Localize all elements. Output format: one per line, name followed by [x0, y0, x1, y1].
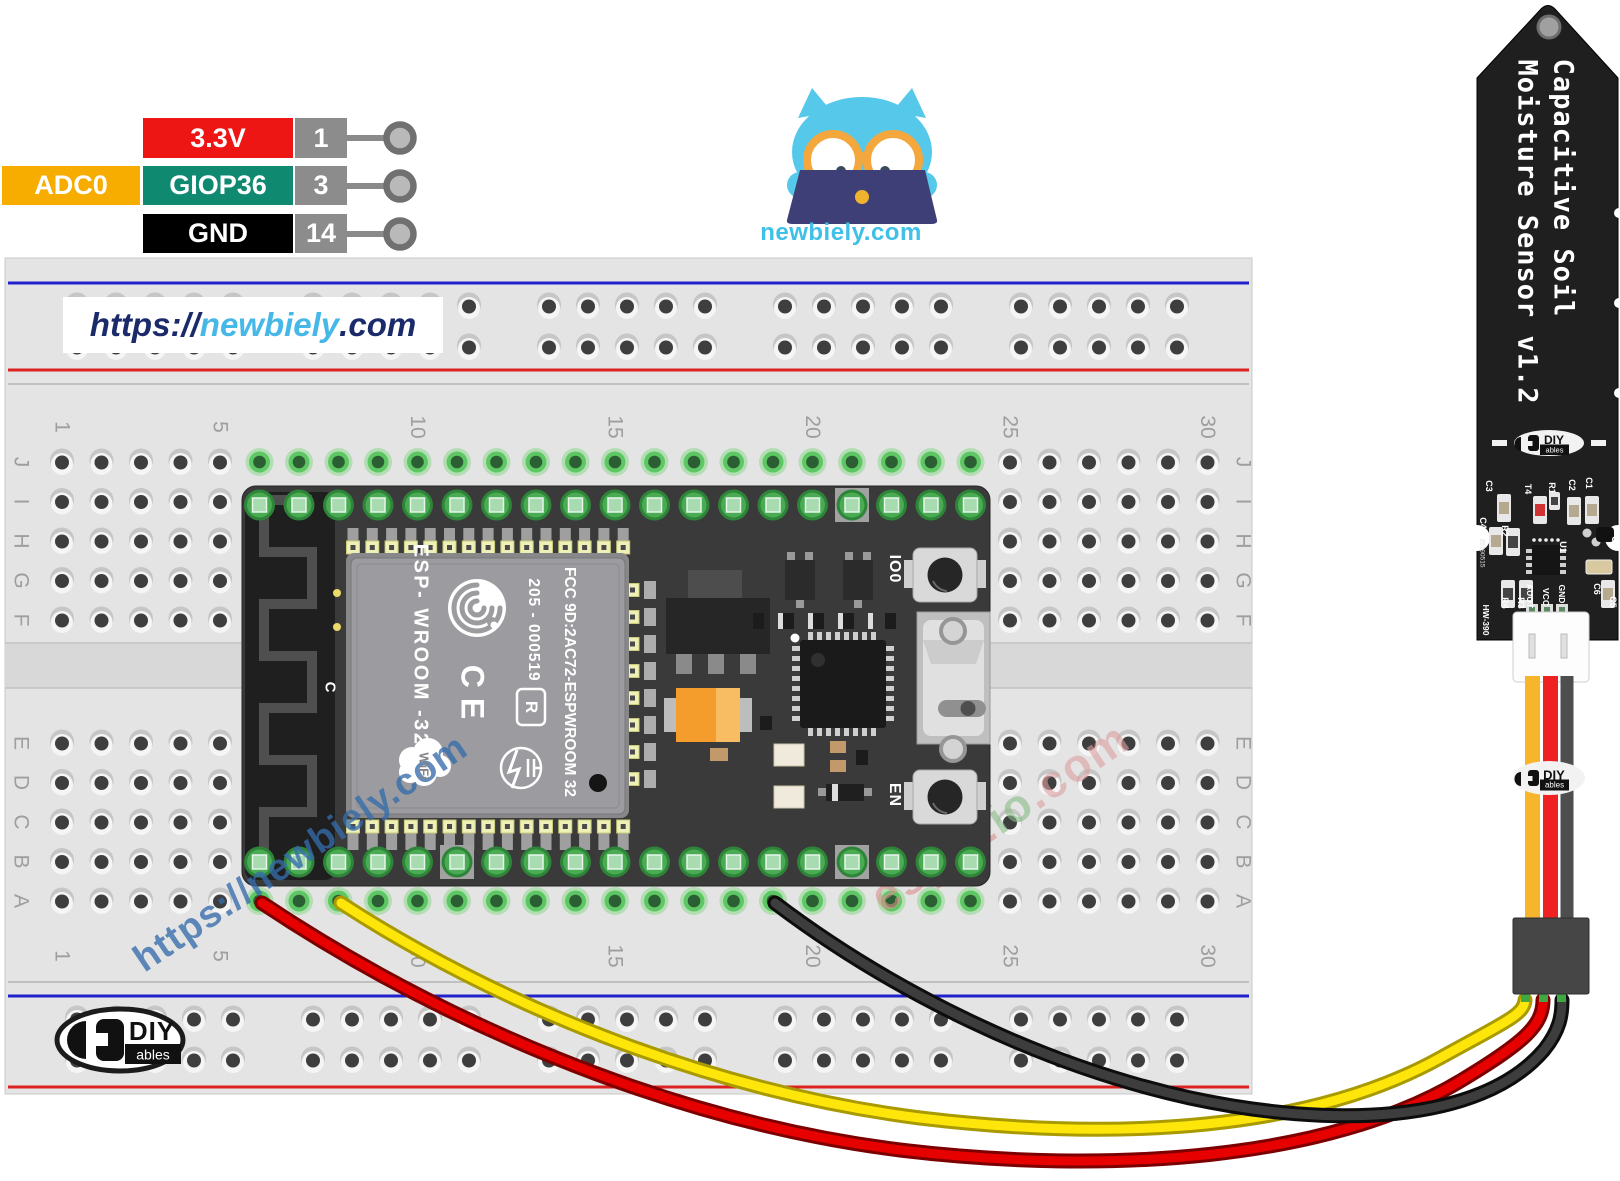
sensor-component-label: C2 — [1567, 479, 1577, 491]
diyables-word: DIY — [1544, 433, 1564, 447]
sensor-component-label: U2 — [1610, 536, 1620, 548]
row-letter-right: F — [1232, 614, 1255, 627]
micro-usb-connector — [916, 611, 991, 763]
sensor-component-label: C4 — [1478, 517, 1488, 529]
esp32-chip — [790, 632, 894, 736]
row-letter-right: G — [1232, 572, 1255, 588]
row-letter-right: I — [1232, 499, 1255, 505]
sensor-pin-label: GND — [1557, 585, 1567, 604]
row-letter-left: J — [10, 457, 33, 468]
column-number-bottom: 5 — [209, 950, 232, 962]
voltage-regulator — [666, 598, 770, 654]
sensor-pin-label: AUOT — [1525, 584, 1535, 609]
legend-pin-symbols — [347, 121, 417, 251]
column-number-bottom: 25 — [999, 944, 1022, 967]
jst-connector — [1512, 611, 1590, 683]
led — [773, 785, 805, 809]
pin-circle-icon — [383, 121, 417, 155]
row-letter-left: E — [10, 736, 33, 750]
row-letter-right: C — [1232, 814, 1255, 829]
row-letter-left: F — [10, 614, 33, 627]
enable-button — [904, 769, 986, 825]
row-letter-right: H — [1232, 533, 1255, 548]
row-letter-left: B — [10, 854, 33, 868]
sensor-component-label: C5 — [1608, 596, 1618, 608]
diyables-word: DIY — [129, 1016, 175, 1046]
diyables-sub: ables — [1546, 445, 1564, 454]
row-letter-left: I — [10, 499, 33, 505]
row-letter-left: G — [10, 572, 33, 588]
diyables-word: DIY — [1543, 768, 1565, 783]
wifi-logo-icon — [399, 738, 451, 786]
row-letter-right: D — [1232, 775, 1255, 790]
column-number-top: 10 — [406, 415, 429, 438]
sensor-component-label: U1 — [1558, 541, 1568, 553]
diyables-sub: ables — [136, 1047, 169, 1063]
pin-circle-icon — [383, 169, 417, 203]
cable-connector-block — [1512, 917, 1590, 1002]
espressif-logo-icon — [448, 579, 506, 637]
esp32-header-pins — [244, 488, 986, 879]
certification-mark-icon — [499, 746, 543, 790]
column-number-bottom: 15 — [604, 944, 627, 967]
row-letter-right: E — [1232, 736, 1255, 750]
sensor-pin-label: VCC — [1541, 588, 1551, 606]
boot-button — [904, 547, 986, 603]
row-letter-right: J — [1232, 457, 1255, 468]
column-number-top: 5 — [209, 421, 232, 433]
row-letter-left: D — [10, 775, 33, 790]
sensor-component-label: R2 — [1500, 525, 1510, 537]
diode — [826, 784, 864, 801]
row-letter-left: C — [10, 814, 33, 829]
column-number-bottom: 1 — [51, 950, 74, 962]
column-number-top: 25 — [999, 415, 1022, 438]
sensor-component-label: C1 — [1584, 477, 1594, 489]
sensor-mount-hole — [1536, 14, 1562, 40]
column-number-top: 15 — [604, 415, 627, 438]
column-number-bottom: 30 — [1196, 944, 1219, 967]
sensor-ribbon-cable — [1525, 676, 1574, 922]
antenna-trace — [259, 495, 317, 866]
pin-circle-icon — [383, 217, 417, 251]
sensor-component-label: T4 — [1523, 484, 1533, 495]
column-number-bottom: 20 — [801, 944, 824, 967]
sensor-component-label: R4 — [1500, 597, 1510, 609]
row-letter-left: A — [10, 894, 33, 908]
sensor-component-label: R1 — [1547, 482, 1557, 494]
sensor-component-label: C6 — [1592, 583, 1602, 595]
sensor-component-label: C3 — [1484, 480, 1494, 492]
sot23-transistor — [843, 552, 873, 608]
sot23-transistor — [785, 552, 815, 608]
sensor-pcb — [1476, 5, 1619, 641]
sensor-component-label: R3 — [1516, 597, 1526, 609]
esp32-devkit-board — [241, 485, 991, 887]
led — [773, 743, 805, 767]
sensor-ic — [1532, 545, 1560, 575]
sensor-model: HW-390 — [1481, 604, 1491, 635]
column-number-top: 1 — [51, 421, 74, 433]
jumper-wires — [254, 895, 1570, 1169]
sensor-date-code: 20190515 — [1479, 539, 1486, 568]
site-logo-owl-icon — [786, 88, 938, 224]
row-letter-left: H — [10, 533, 33, 548]
column-number-top: 20 — [801, 415, 824, 438]
column-number-top: 30 — [1196, 415, 1219, 438]
diyables-sub: ables — [1545, 781, 1564, 790]
row-letter-right: A — [1232, 894, 1255, 908]
registered-mark-box — [515, 687, 547, 727]
row-letter-right: B — [1232, 854, 1255, 868]
